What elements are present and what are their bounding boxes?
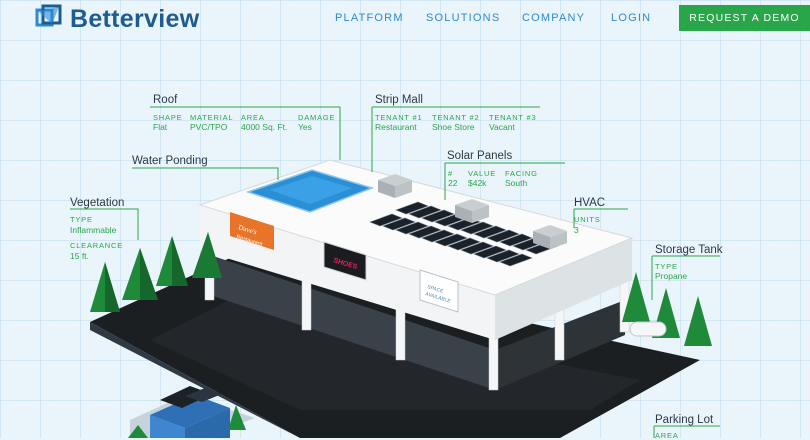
request-demo-button[interactable]: REQUEST A DEMO xyxy=(679,5,810,31)
solar-count-value: 22 xyxy=(448,178,458,188)
roof-title: Roof xyxy=(153,94,178,106)
nav-platform[interactable]: PLATFORM xyxy=(335,12,404,24)
hvac-units-key: UNITS xyxy=(574,215,601,224)
storage-tank-type-value: Propane xyxy=(655,271,688,281)
storage-tank-type-key: TYPE xyxy=(655,262,678,271)
storefront-glass-front xyxy=(210,255,495,390)
roof-area-key: AREA xyxy=(241,113,265,122)
roof-material-value: PVC/TPO xyxy=(190,122,228,132)
hvac-title: HVAC xyxy=(574,197,606,209)
tenant1-key: TENANT #1 xyxy=(375,113,423,122)
roof-damage-value: Yes xyxy=(298,122,312,132)
solar-facing-key: FACING xyxy=(505,169,538,178)
restaurant-sign: Dave's Restaurant xyxy=(230,212,274,250)
vegetation-title: Vegetation xyxy=(70,197,125,209)
tenant1-value: Restaurant xyxy=(375,122,417,132)
solar-value-value: $42k xyxy=(468,178,487,188)
parking-lot-title: Parking Lot xyxy=(655,414,714,426)
tenant2-value: Shoe Store xyxy=(432,122,475,132)
vacant-sign-line1: SPACE xyxy=(426,284,444,295)
vegetation-clearance-value: 15 ft. xyxy=(70,251,89,261)
solar-facing-value: South xyxy=(505,178,528,188)
roof-area-value: 4000 Sq. Ft. xyxy=(241,122,288,132)
shoes-sign: SHOES xyxy=(323,241,367,281)
vegetation-clearance-key: CLEARANCE xyxy=(70,241,124,250)
roof-shape-key: SHAPE xyxy=(153,113,183,122)
hvac-units-value: 3 xyxy=(574,225,579,235)
vegetation-type-key: TYPE xyxy=(70,215,93,224)
vacant-sign: SPACE AVAILABLE xyxy=(419,269,459,313)
nav-solutions[interactable]: SOLUTIONS xyxy=(426,12,501,24)
parking-lot-area-key: AREA xyxy=(655,431,679,440)
roof-material-key: MATERIAL xyxy=(190,113,234,122)
nav-company[interactable]: COMPANY xyxy=(522,12,586,24)
solar-count-key: # xyxy=(448,169,453,178)
solar-panels-title: Solar Panels xyxy=(447,150,513,162)
roof-shape-value: Flat xyxy=(153,122,168,132)
facade-side xyxy=(495,238,632,340)
top-navigation: Betterview PLATFORM SOLUTIONS COMPANY LO… xyxy=(0,0,810,36)
nav-login[interactable]: LOGIN xyxy=(611,12,652,24)
house-illustration xyxy=(128,386,255,438)
betterview-cube-icon xyxy=(35,4,62,27)
storage-tank-title: Storage Tank xyxy=(655,244,723,256)
hvac-units xyxy=(378,174,567,249)
tenant2-key: TENANT #2 xyxy=(432,113,480,122)
tenant3-key: TENANT #3 xyxy=(489,113,537,122)
solar-value-key: VALUE xyxy=(468,169,497,178)
brand-name: Betterview xyxy=(70,4,200,33)
water-ponding-title: Water Ponding xyxy=(132,155,208,167)
strip-mall-title: Strip Mall xyxy=(375,94,423,106)
brand-logo[interactable]: Betterview xyxy=(34,4,199,34)
roof-damage-key: DAMAGE xyxy=(298,113,336,122)
vegetation-type-value: Inflammable xyxy=(70,225,117,235)
propane-tank xyxy=(629,321,667,337)
callout-lines xyxy=(70,106,720,438)
tenant3-value: Vacant xyxy=(489,122,515,132)
